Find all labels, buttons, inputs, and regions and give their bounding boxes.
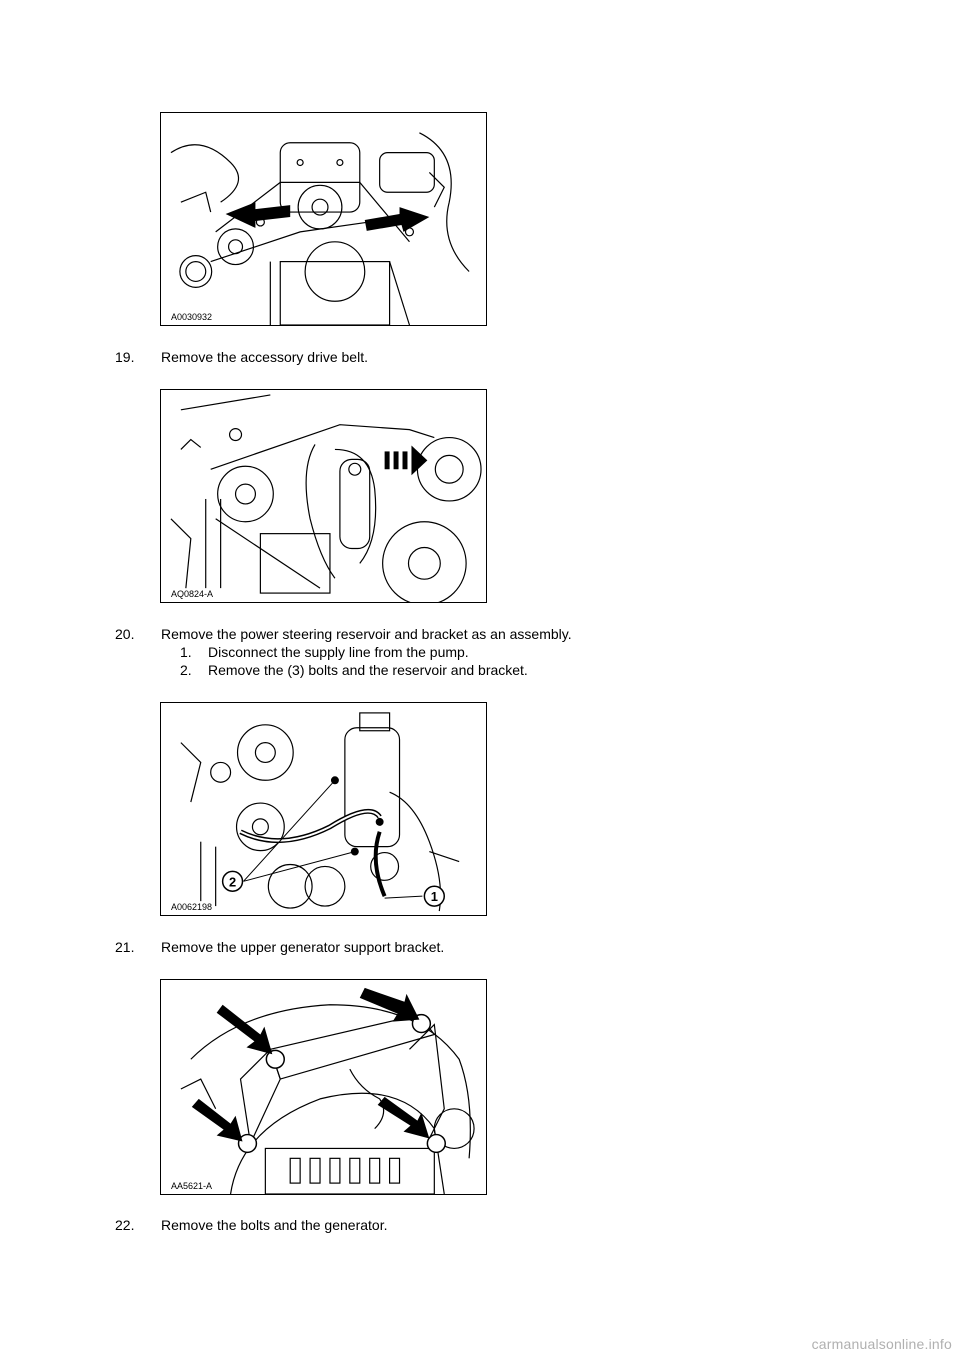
watermark-footer: carmanualsonline.info [811, 1336, 952, 1352]
figure-engine-connectors: A0030932 [160, 112, 487, 326]
figure-drive-belt: AQ0824-A [160, 389, 487, 603]
figure-label: A0062198 [169, 902, 215, 912]
step-20-substep-1: 1.Disconnect the supply line from the pu… [180, 644, 469, 660]
engine-illustration-4 [180, 987, 475, 1194]
arrow-right-icon [364, 207, 430, 232]
engine-illustration-1 [170, 132, 470, 325]
arrow-icon [359, 987, 420, 1022]
step-21: 21.Remove the upper generator support br… [115, 939, 445, 955]
dashed-arrow-icon [384, 451, 390, 470]
callout-1: 1 [431, 889, 438, 904]
figure-label: AQ0824-A [169, 589, 216, 599]
arrow-left-icon [225, 202, 291, 228]
hose [239, 808, 382, 843]
callout-2: 2 [229, 874, 236, 889]
engine-illustration-2 [170, 394, 482, 602]
step-19: 19.Remove the accessory drive belt. [115, 349, 368, 365]
step-20-substep-2: 2.Remove the (3) bolts and the reservoir… [180, 662, 528, 678]
arrow-icon [377, 1096, 430, 1139]
figure-power-steering-reservoir: 2 1 A0062198 [160, 702, 487, 916]
figure-generator-bracket: AA5621-A [160, 979, 487, 1195]
arrow-icon [191, 1098, 243, 1142]
arrow-icon [216, 1004, 273, 1055]
step-22: 22.Remove the bolts and the generator. [115, 1217, 388, 1233]
figure-label: A0030932 [169, 312, 215, 322]
step-20: 20.Remove the power steering reservoir a… [115, 626, 572, 642]
engine-illustration-3: 2 1 [180, 712, 460, 912]
figure-label: AA5621-A [169, 1181, 215, 1191]
